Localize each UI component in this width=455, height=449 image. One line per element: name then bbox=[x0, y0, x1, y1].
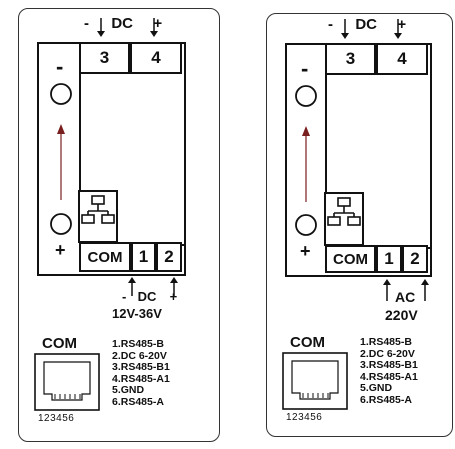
port-title-right: COM bbox=[290, 334, 325, 351]
terminal-2-right: 2 bbox=[402, 245, 428, 273]
pin-item: 4.RS485-A1 bbox=[112, 372, 170, 385]
rail-left bbox=[50, 83, 72, 235]
bottom-minus-label: - bbox=[122, 289, 127, 304]
bottom-dc-label-left: - DC + bbox=[122, 290, 177, 303]
side-plus-label-right: + bbox=[300, 241, 311, 261]
top-dc-text: DC bbox=[111, 15, 134, 32]
top-plus-label: + bbox=[153, 15, 163, 32]
pin-list-right: 1.RS485-B 2.DC 6-20V 3.RS485-B1 4.RS485-… bbox=[360, 336, 418, 406]
top-dc-label-left: - DC + bbox=[84, 16, 162, 31]
pin-item: 1.RS485-B bbox=[360, 336, 412, 348]
terminal-4-right: 4 bbox=[376, 43, 428, 75]
terminal-3-left: 3 bbox=[79, 42, 130, 74]
terminal-1-left: 1 bbox=[131, 242, 156, 272]
top-arrows-right bbox=[341, 19, 402, 39]
terminal-3-right: 3 bbox=[325, 43, 376, 75]
side-plus-label-left: + bbox=[55, 240, 66, 260]
pin-item: 6.RS485-A bbox=[360, 393, 412, 406]
bottom-plus-label: + bbox=[169, 289, 178, 304]
top-dc-label-right: - DC + bbox=[328, 17, 406, 32]
supply-range-right: 220V bbox=[385, 307, 418, 323]
rj45-port-icon-left bbox=[34, 353, 100, 411]
pin-item: 5.GND bbox=[112, 384, 145, 396]
terminal-com-right: COM bbox=[325, 245, 376, 273]
supply-range-left: 12V-36V bbox=[112, 306, 162, 321]
pin-item: 5.GND bbox=[360, 382, 393, 394]
bottom-arrows-left bbox=[128, 277, 178, 296]
rj45-port-icon-right bbox=[282, 352, 348, 410]
port-pin-numbers-left: 123456 bbox=[38, 413, 75, 424]
bottom-ac-text: AC bbox=[395, 289, 416, 305]
pin-item: 4.RS485-A1 bbox=[360, 370, 418, 383]
bottom-ac-label-right: AC bbox=[395, 290, 415, 304]
side-minus-label-right: - bbox=[301, 56, 309, 81]
port-title-left: COM bbox=[42, 335, 77, 352]
top-minus-label: - bbox=[328, 16, 333, 33]
top-dc-text: DC bbox=[355, 16, 378, 33]
bottom-dc-text: DC bbox=[137, 289, 157, 304]
top-arrows-left bbox=[97, 18, 158, 37]
top-plus-label: + bbox=[397, 16, 407, 33]
terminal-1-right: 1 bbox=[376, 245, 402, 273]
pin-item: 2.DC 6-20V bbox=[112, 349, 167, 362]
pin-list-left: 1.RS485-B 2.DC 6-20V 3.RS485-B1 4.RS485-… bbox=[112, 338, 170, 408]
pin-item: 1.RS485-B bbox=[112, 338, 164, 350]
network-icon-right bbox=[324, 192, 364, 246]
top-minus-label: - bbox=[84, 15, 89, 32]
terminal-com-left: COM bbox=[79, 242, 131, 272]
terminal-4-left: 4 bbox=[130, 42, 182, 74]
terminal-2-left: 2 bbox=[156, 242, 182, 272]
rail-right bbox=[295, 85, 317, 236]
port-pin-numbers-right: 123456 bbox=[286, 412, 323, 423]
bottom-arrows-right bbox=[383, 279, 429, 301]
pin-item: 2.DC 6-20V bbox=[360, 347, 415, 360]
pin-item: 3.RS485-B1 bbox=[360, 359, 418, 371]
pin-item: 6.RS485-A bbox=[112, 395, 164, 408]
side-minus-label-left: - bbox=[56, 54, 64, 79]
pin-item: 3.RS485-B1 bbox=[112, 361, 170, 373]
